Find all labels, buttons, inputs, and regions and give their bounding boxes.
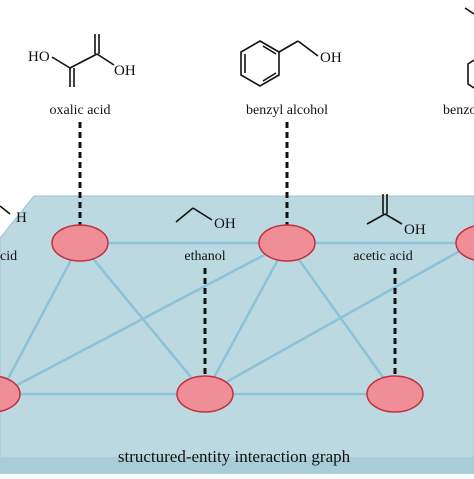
ethanol-oh-label: OH xyxy=(214,216,236,232)
left-partial-label: cid xyxy=(0,249,17,264)
graph-nodes xyxy=(0,224,474,413)
node-left-partial[interactable] xyxy=(0,375,21,413)
benzyl-alcohol-label: benzyl alcohol xyxy=(246,103,328,118)
edge xyxy=(203,242,289,395)
left-partial-structure xyxy=(0,205,11,215)
edge xyxy=(0,242,82,395)
benzyl-alcohol-structure xyxy=(240,40,319,87)
edge xyxy=(0,241,288,396)
ethanol-structure xyxy=(175,207,213,223)
graph-edges xyxy=(0,241,474,396)
oxalic-ho-label: HO xyxy=(28,49,50,65)
ethanol-label: ethanol xyxy=(184,249,225,264)
node-oxalic-acid[interactable] xyxy=(51,224,109,262)
oxalic-acid-structure xyxy=(51,34,115,87)
graph-plane-side xyxy=(0,458,474,474)
node-ethanol[interactable] xyxy=(176,375,234,413)
acetic-acid-structure xyxy=(366,194,403,225)
benzoic-acid-structure xyxy=(464,7,474,89)
graph-title: structured-entity interaction graph xyxy=(118,447,351,466)
node-benzoic-acid[interactable] xyxy=(455,225,474,261)
benzyl-oh-label: OH xyxy=(320,50,342,66)
node-benzyl-alcohol[interactable] xyxy=(258,224,316,262)
acetic-oh-label: OH xyxy=(404,222,426,238)
dashed-connectors xyxy=(78,122,397,382)
acetic-acid-label: acetic acid xyxy=(353,249,412,264)
edge xyxy=(204,241,474,396)
left-partial-oh-label: H xyxy=(16,210,27,226)
oxalic-acid-label: oxalic acid xyxy=(49,103,110,118)
node-acetic-acid[interactable] xyxy=(366,375,424,413)
oxalic-oh-label: OH xyxy=(114,63,136,79)
benzoic-acid-label: benzo xyxy=(443,103,474,118)
